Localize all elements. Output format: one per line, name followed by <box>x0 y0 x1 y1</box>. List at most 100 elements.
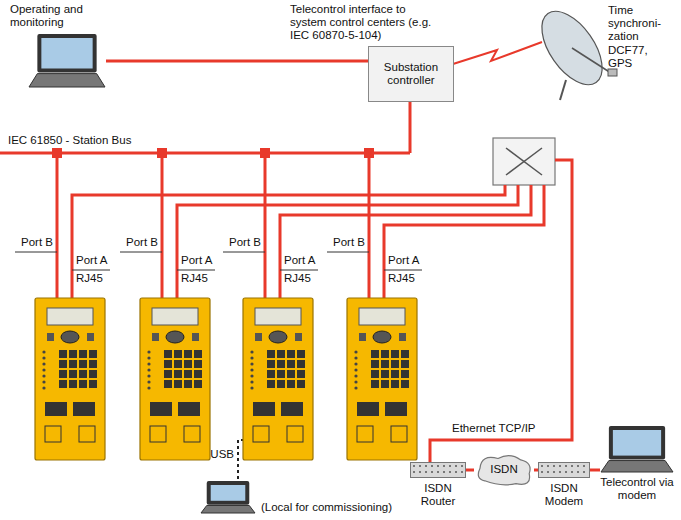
relay-led <box>147 374 150 377</box>
relay-button <box>79 426 95 442</box>
relay-keypad-key <box>297 350 305 358</box>
relay-display <box>152 308 198 325</box>
relay-keypad-key <box>59 380 67 388</box>
laptop-frame <box>609 426 665 460</box>
cloud-shape <box>478 456 530 485</box>
relay-control-key <box>166 331 184 343</box>
port-label: RJ45 <box>76 272 103 285</box>
relay-led <box>250 374 253 377</box>
relay-keypad-key <box>371 360 379 368</box>
relay-keypad-key <box>297 380 305 388</box>
relay-button <box>184 426 200 442</box>
note-text: Telecontrol interface to system control … <box>290 3 440 43</box>
relay-keypad-key <box>287 350 295 358</box>
leader-line <box>72 270 110 271</box>
port-label: RJ45 <box>181 272 208 285</box>
relay-keypad-key <box>391 350 399 358</box>
relay-control-key <box>269 331 287 343</box>
relay-control-key <box>61 331 79 343</box>
relay-arrow-key <box>359 333 366 341</box>
laptop-keyboard <box>601 461 673 472</box>
protection-relay <box>140 298 210 460</box>
relay-keypad-key <box>381 370 389 378</box>
relay-keypad-key <box>174 350 182 358</box>
relay-keypad-key <box>391 380 399 388</box>
relay-keypad-key <box>277 370 285 378</box>
relay-button <box>391 426 407 442</box>
relay-led <box>354 368 357 371</box>
bus-tap <box>52 148 62 158</box>
relay-keypad-key <box>401 360 409 368</box>
relay-button <box>178 402 200 416</box>
relay-led <box>250 350 253 353</box>
relay-keypad-key <box>174 360 182 368</box>
switch-symbol <box>506 148 542 175</box>
protection-relay <box>347 298 417 460</box>
relay-button <box>45 402 67 416</box>
relay-button <box>357 426 373 442</box>
relay-keypad-key <box>174 380 182 388</box>
relay-keypad-key <box>89 350 97 358</box>
relay-keypad-key <box>277 380 285 388</box>
relay-led <box>250 356 253 359</box>
port-label: Port B <box>229 236 261 249</box>
port-label: Port A <box>284 254 315 267</box>
relay-button <box>45 426 61 442</box>
relay-led <box>42 386 45 389</box>
relay-keypad-key <box>267 350 275 358</box>
relay-button <box>253 402 275 416</box>
laptop-keyboard <box>201 505 255 513</box>
leader-line <box>177 270 215 271</box>
relay-keypad-key <box>194 350 202 358</box>
protection-relay <box>35 298 105 460</box>
relay-keypad-key <box>184 380 192 388</box>
relay-keypad-key <box>164 350 172 358</box>
node-text: ISDN Router <box>410 482 466 508</box>
relay-housing <box>35 298 105 460</box>
relay-button <box>385 402 407 416</box>
relay-keypad-key <box>194 380 202 388</box>
port-a-wire <box>72 185 505 298</box>
modem-box: ISDN Modem <box>538 462 590 508</box>
port-label: Port B <box>333 236 365 249</box>
relay-keypad-key <box>287 370 295 378</box>
relay-keypad-key <box>297 360 305 368</box>
relay-keypad-key <box>267 370 275 378</box>
relay-keypad-key <box>401 350 409 358</box>
relay-led <box>42 356 45 359</box>
laptop-screen <box>41 38 92 69</box>
network-link <box>590 469 600 472</box>
relay-button <box>253 426 269 442</box>
relay-led <box>354 350 357 353</box>
port-a-wire <box>177 185 518 298</box>
relay-display <box>255 308 301 325</box>
port-label: Port B <box>126 236 158 249</box>
relay-led <box>354 374 357 377</box>
controller-box: Substation controller <box>368 46 454 102</box>
relay-led <box>42 374 45 377</box>
relay-keypad-key <box>184 370 192 378</box>
port-label: RJ45 <box>388 272 415 285</box>
port-label: RJ45 <box>284 272 311 285</box>
relay-keypad-key <box>164 370 172 378</box>
relay-led <box>147 386 150 389</box>
dish-feed <box>608 69 617 76</box>
bus-tap <box>157 148 167 158</box>
relay-led <box>147 350 150 353</box>
bus-tap <box>260 148 270 158</box>
relay-keypad-key <box>371 380 379 388</box>
port-b-wire <box>161 153 164 298</box>
switch-box <box>493 138 555 185</box>
relay-keypad-key <box>69 370 77 378</box>
bus-feeder <box>409 102 412 153</box>
switch-symbol <box>506 148 542 175</box>
relay-led <box>250 368 253 371</box>
laptop-node: Operating and monitoring <box>10 3 120 88</box>
relay-keypad-key <box>267 380 275 388</box>
bus-tap <box>364 148 374 158</box>
relay-keypad-key <box>89 380 97 388</box>
port-b-wire <box>368 153 371 298</box>
bus-label: IEC 61850 - Station Bus <box>8 134 131 147</box>
relay-arrow-key <box>87 333 94 341</box>
relay-keypad-key <box>69 350 77 358</box>
